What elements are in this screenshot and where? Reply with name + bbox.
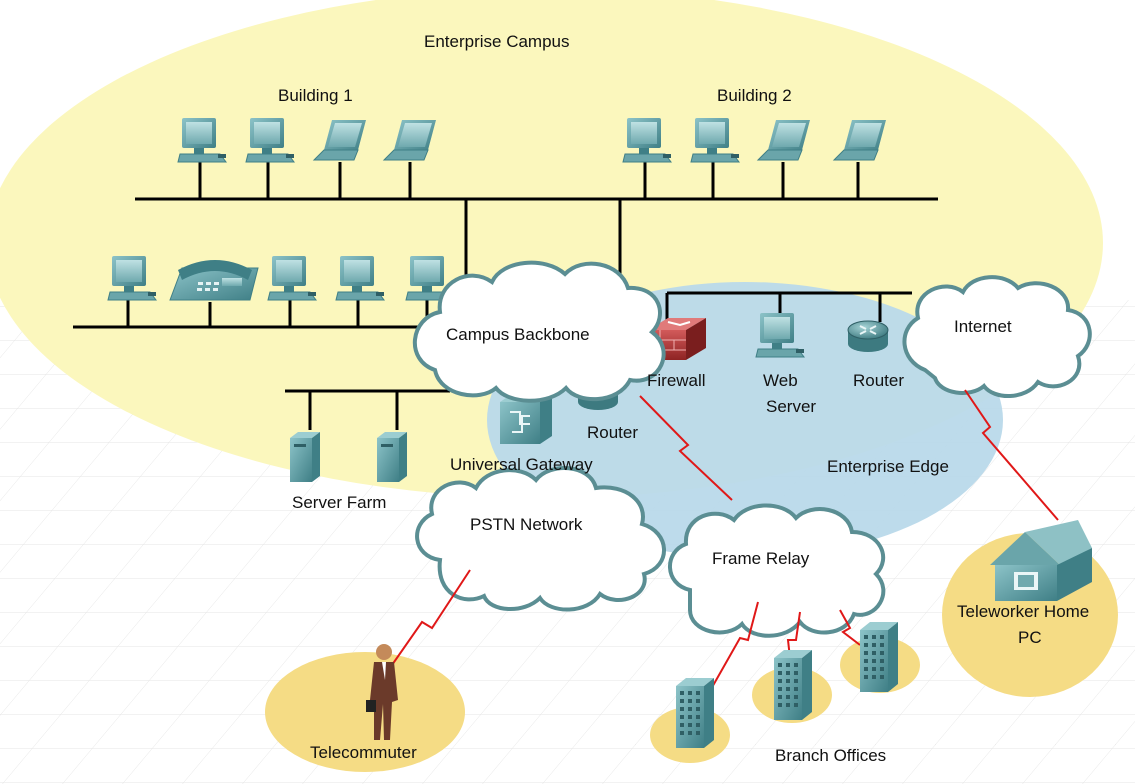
web-server-label-line1: Web <box>763 371 798 390</box>
firewall-label: Firewall <box>647 371 706 390</box>
internet-cloud <box>902 275 1092 399</box>
building-2-label: Building 2 <box>717 86 792 105</box>
telecommuter-zone <box>265 652 465 772</box>
frame-relay-label: Frame Relay <box>712 549 810 568</box>
branch-offices-label: Branch Offices <box>775 746 886 765</box>
enterprise-campus-label: Enterprise Campus <box>424 32 570 51</box>
campus-backbone-cloud <box>412 260 666 403</box>
branch-office-building-3 <box>860 622 898 692</box>
server-farm-label: Server Farm <box>292 493 386 512</box>
telecommuter-person-icon <box>366 644 398 740</box>
backbone-router-label: Router <box>587 423 638 442</box>
teleworker-house-icon <box>990 520 1092 601</box>
frame-relay-cloud <box>668 503 886 638</box>
teleworker-label-line1: Teleworker Home <box>957 602 1089 621</box>
building-1-label: Building 1 <box>278 86 353 105</box>
edge-router-label: Router <box>853 371 904 390</box>
branch-office-building-2 <box>774 650 812 720</box>
web-server-label-line2: Server <box>766 397 816 416</box>
server-farm-server-2 <box>377 432 407 482</box>
pstn-network-cloud <box>415 466 666 612</box>
lan-cabling <box>73 162 938 430</box>
enterprise-edge-label: Enterprise Edge <box>827 457 949 476</box>
telecommuter-label: Telecommuter <box>310 743 417 762</box>
internet-label: Internet <box>954 317 1012 336</box>
ip-phone-icon <box>169 260 259 301</box>
wan-links <box>391 389 1059 706</box>
teleworker-label-line2: PC <box>1018 628 1042 647</box>
server-farm-server-1 <box>290 432 320 482</box>
pstn-network-label: PSTN Network <box>470 515 583 534</box>
campus-backbone-label: Campus Backbone <box>446 325 590 344</box>
branch-office-building-1 <box>676 678 714 748</box>
edge-router-icon <box>847 320 889 353</box>
universal-gateway-label: Universal Gateway <box>450 455 593 474</box>
